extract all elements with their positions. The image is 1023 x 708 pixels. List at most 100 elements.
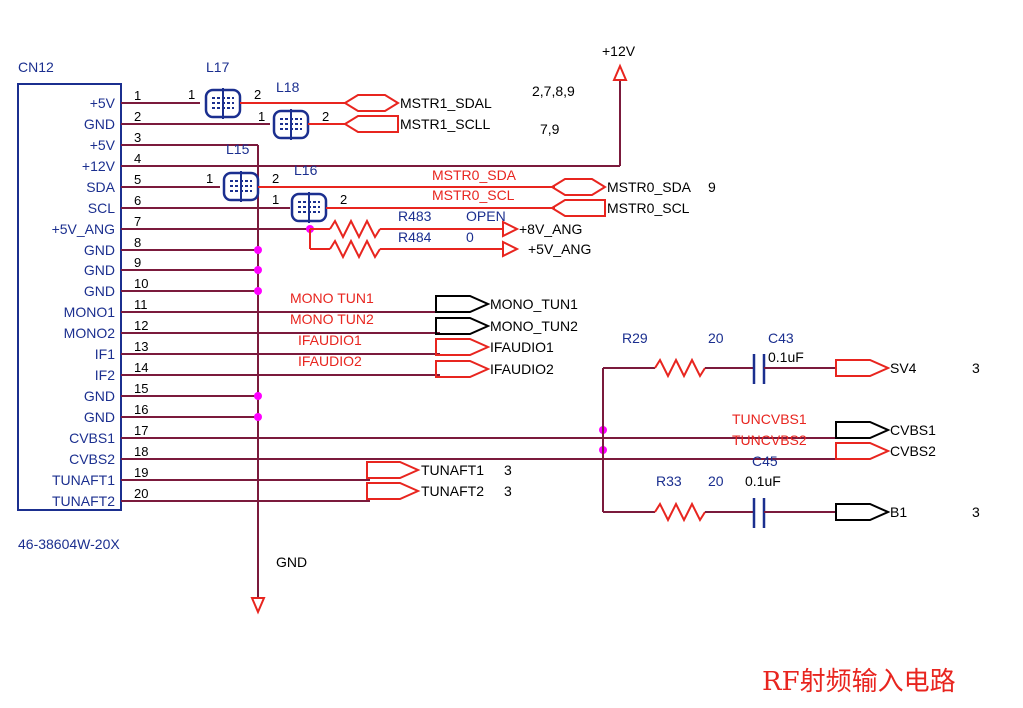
junction-dots <box>254 225 607 454</box>
mstr0-sda-net-label: MSTR0_SDA <box>432 167 517 183</box>
pin-number-11: 11 <box>134 297 148 312</box>
mono-tun2-port-symbol <box>435 317 491 335</box>
pin-number-14: 14 <box>134 360 148 375</box>
pin-name-9: GND <box>84 262 115 278</box>
junction-dot <box>254 413 262 421</box>
l17-pin2: 2 <box>254 87 261 102</box>
l16-pin1: 1 <box>272 192 279 207</box>
tunaft2-page-ref: 3 <box>504 483 512 499</box>
connector-pin-stubs <box>121 102 840 502</box>
pin-name-6: SCL <box>88 200 115 216</box>
mstr0-scl-port-symbol <box>550 199 606 217</box>
r483-value: OPEN <box>466 208 506 224</box>
pin-name-5: SDA <box>86 179 115 195</box>
l15-pin2: 2 <box>272 171 279 186</box>
pin-number-1: 1 <box>134 88 141 103</box>
tunaft1-page-ref: 3 <box>504 462 512 478</box>
l17-bead-symbol <box>204 88 242 119</box>
l17-pin1: 1 <box>188 87 195 102</box>
junction-dot <box>254 392 262 400</box>
l18-bead-symbol <box>272 109 310 140</box>
cvbs2-port-label: CVBS2 <box>890 443 936 459</box>
cvbs1-port-label: CVBS1 <box>890 422 936 438</box>
tuncvbs2-net-label: TUNCVBS2 <box>732 432 807 448</box>
pin-name-1: +5V <box>90 95 116 111</box>
c45-ref: C45 <box>752 453 778 469</box>
pin-name-20: TUNAFT2 <box>52 493 115 509</box>
pin-name-11: MONO1 <box>64 304 116 320</box>
pin-name-12: MONO2 <box>64 325 116 341</box>
l16-pin2: 2 <box>340 192 347 207</box>
tunaft2-port-symbol <box>366 482 421 500</box>
sv4-page-ref: 3 <box>972 360 980 376</box>
pin-number-7: 7 <box>134 214 141 229</box>
mstr0-scl-net-label: MSTR0_SCL <box>432 187 515 203</box>
mono-tun2-port-label: MONO_TUN2 <box>490 318 578 334</box>
ifaudio1-port-label: IFAUDIO1 <box>490 339 554 355</box>
sv4-port-symbol <box>835 359 891 377</box>
ifaudio2-port-symbol <box>435 360 491 378</box>
mstr1-scll-page-ref: 7,9 <box>540 121 560 137</box>
mstr0-sda-port-symbol <box>550 178 607 196</box>
pin-number-9: 9 <box>134 255 141 270</box>
pin-number-19: 19 <box>134 465 148 480</box>
mstr0-scl-port-label: MSTR0_SCL <box>607 200 690 216</box>
p5v-ang-arrow-symbol <box>502 240 520 258</box>
c45-capacitor-symbol <box>752 498 766 528</box>
pin-number-17: 17 <box>134 423 148 438</box>
pin-name-7: +5V_ANG <box>52 221 115 237</box>
l16-bead-symbol <box>290 192 328 223</box>
pin-number-16: 16 <box>134 402 148 417</box>
cvbs2-port-symbol <box>835 442 891 460</box>
ifaudio1-net-label: IFAUDIO1 <box>298 332 362 348</box>
pin-name-16: GND <box>84 409 115 425</box>
pin-number-6: 6 <box>134 193 141 208</box>
l18-ref: L18 <box>276 79 300 95</box>
r29-ref: R29 <box>622 330 648 346</box>
mono-tun1-port-label: MONO_TUN1 <box>490 296 578 312</box>
ifaudio1-port-symbol <box>435 338 491 356</box>
pin-name-19: TUNAFT1 <box>52 472 115 488</box>
pin-number-3: 3 <box>134 130 141 145</box>
p8v-ang-label: +8V_ANG <box>519 221 582 237</box>
mstr1-sdal-port-symbol <box>343 94 400 112</box>
pin-number-10: 10 <box>134 276 148 291</box>
tunaft2-port-label: TUNAFT2 <box>421 483 484 499</box>
c43-value: 0.1uF <box>768 349 804 365</box>
pin-name-3: +5V <box>90 137 116 153</box>
connector-pin-numbers: 1 2 3 4 5 6 7 8 9 10 11 12 13 14 15 16 1… <box>134 88 148 501</box>
c43-ref: C43 <box>768 330 794 346</box>
tunaft1-port-label: TUNAFT1 <box>421 462 484 478</box>
pin-name-8: GND <box>84 242 115 258</box>
mstr1-sdal-port-label: MSTR1_SDAL <box>400 95 492 111</box>
r33-ref: R33 <box>656 473 682 489</box>
mono-tun1-port-symbol <box>435 295 491 313</box>
mstr0-sda-port-label: MSTR0_SDA <box>607 179 692 195</box>
junction-dot <box>254 266 262 274</box>
sv4-port-label: SV4 <box>890 360 917 376</box>
b1-port-label: B1 <box>890 504 907 520</box>
pin-number-2: 2 <box>134 109 141 124</box>
r29-value: 20 <box>708 330 724 346</box>
l15-ref: L15 <box>226 141 250 157</box>
mono-tun1-net-label: MONO TUN1 <box>290 290 374 306</box>
junction-dot <box>254 287 262 295</box>
diagram-title: RF射频输入电路 <box>762 667 956 697</box>
r29-resistor-symbol <box>654 357 706 379</box>
b1-port-symbol <box>835 503 891 521</box>
p12v-label: +12V <box>602 43 636 59</box>
pin-number-18: 18 <box>134 444 148 459</box>
mstr1-sdal-page-ref: 2,7,8,9 <box>532 83 575 99</box>
tuncvbs1-net-label: TUNCVBS1 <box>732 411 807 427</box>
pin-number-13: 13 <box>134 339 148 354</box>
r484-resistor-symbol <box>329 238 381 260</box>
mstr1-scll-port-label: MSTR1_SCLL <box>400 116 490 132</box>
pin-number-8: 8 <box>134 235 141 250</box>
r483-ref: R483 <box>398 208 432 224</box>
pin-number-12: 12 <box>134 318 148 333</box>
pin-name-15: GND <box>84 388 115 404</box>
l15-pin1: 1 <box>206 171 213 186</box>
mono-tun2-net-label: MONO TUN2 <box>290 311 374 327</box>
connector-ref: CN12 <box>18 59 54 75</box>
pin-number-5: 5 <box>134 172 141 187</box>
